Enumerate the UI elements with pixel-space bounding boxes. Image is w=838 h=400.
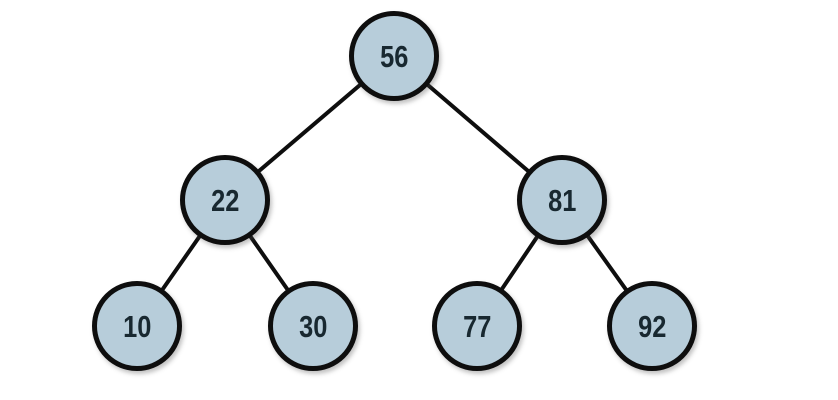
node-label: 10 <box>122 308 152 344</box>
node-label: 30 <box>298 308 328 344</box>
tree-node-right-right: 92 <box>607 281 697 371</box>
tree-node-left: 22 <box>180 155 270 245</box>
node-label: 56 <box>379 38 409 74</box>
tree-node-right: 81 <box>517 155 607 245</box>
tree-node-right-left: 77 <box>432 281 522 371</box>
tree-node-root: 56 <box>349 11 439 101</box>
node-label: 77 <box>462 308 492 344</box>
node-label: 81 <box>547 182 577 218</box>
tree-node-left-right: 30 <box>268 281 358 371</box>
node-label: 92 <box>637 308 667 344</box>
tree-node-left-left: 10 <box>92 281 182 371</box>
node-label: 22 <box>210 182 240 218</box>
